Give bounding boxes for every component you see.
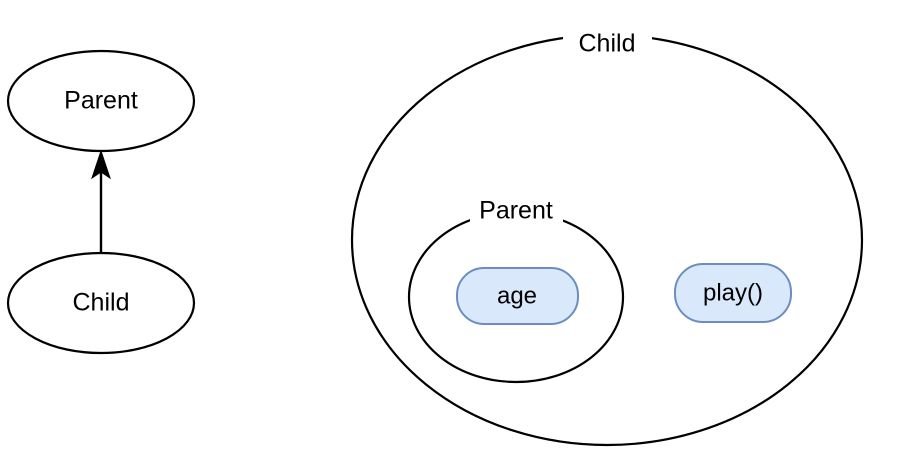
member-age-label: age: [497, 282, 537, 309]
member-age-box[interactable]: [456, 267, 579, 325]
scope-child-ellipse[interactable]: [350, 33, 864, 447]
node-child-ellipse[interactable]: [6, 251, 196, 355]
node-parent[interactable]: Parent: [6, 49, 196, 153]
left-inheritance-diagram: Parent Child: [6, 49, 196, 355]
member-play[interactable]: play(): [674, 263, 792, 323]
node-child[interactable]: Child: [6, 251, 196, 355]
member-play-box[interactable]: [674, 263, 792, 323]
scope-child[interactable]: Child: [350, 28, 864, 447]
scope-parent[interactable]: Parent: [407, 196, 625, 384]
member-play-label: play(): [703, 279, 763, 306]
inheritance-arrow[interactable]: [91, 149, 111, 253]
scope-child-label-gap: [563, 28, 652, 60]
node-child-label: Child: [73, 289, 130, 317]
scope-child-label: Child: [579, 30, 636, 58]
member-age[interactable]: age: [456, 267, 579, 325]
inheritance-arrow-head: [91, 149, 111, 180]
scope-parent-label: Parent: [479, 197, 553, 225]
scope-parent-label-gap: [470, 196, 563, 226]
right-nested-scope-diagram: Child Parent age play(): [350, 28, 864, 447]
node-parent-label: Parent: [64, 87, 138, 115]
